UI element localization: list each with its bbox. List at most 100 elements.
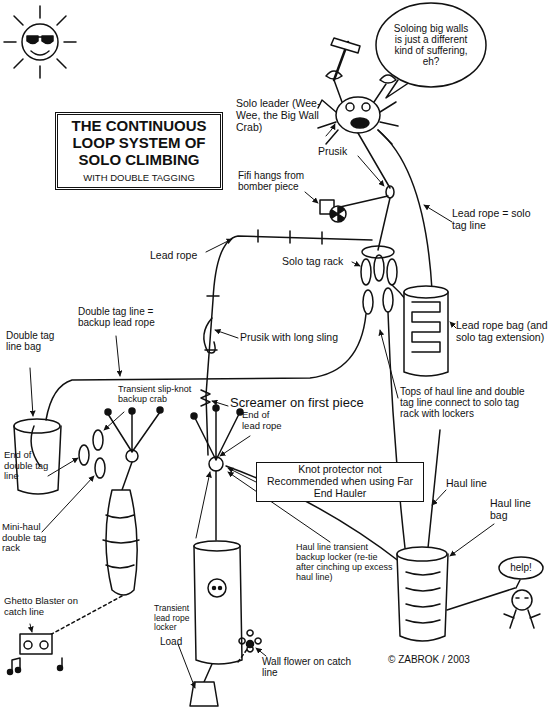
leader-line <box>326 124 335 136</box>
leader-line <box>228 468 256 482</box>
speech-bubble: Soloing big walls is just a different ki… <box>375 2 487 88</box>
part-label: Lead rope bag (and solo tag extension) <box>456 320 548 344</box>
bag-rim <box>194 541 240 551</box>
haul-line-bag <box>397 554 448 641</box>
leader-line <box>305 192 318 203</box>
leader-line <box>215 330 238 338</box>
bubble-shape <box>499 557 543 579</box>
carabiner <box>95 458 105 478</box>
note-head <box>8 670 13 675</box>
node-text: THE CONTINUOUS LOOP SYSTEM OF SOLO CLIMB… <box>66 118 212 168</box>
note-box: Knot protector not Recommended when usin… <box>256 462 424 502</box>
part-label: Solo tag rack <box>282 256 354 268</box>
pig-nose <box>213 587 216 590</box>
bomber-symbol <box>330 206 346 222</box>
sun <box>22 24 58 60</box>
load-line <box>204 664 212 682</box>
sun-smile <box>31 37 49 55</box>
leader-line <box>178 644 195 688</box>
leader-line <box>30 624 32 632</box>
part-label: Mini-haul double tag rack <box>2 522 64 554</box>
bolt <box>213 405 219 411</box>
part-label: Double tag line bag <box>6 330 64 352</box>
leader-line <box>104 412 124 430</box>
leader-line <box>380 330 398 398</box>
haul-line <box>428 430 440 548</box>
part-label: Tops of haul line and double tag line co… <box>400 386 540 420</box>
part-label: Double tag line = backup lead rope <box>78 306 183 328</box>
bolt <box>129 408 135 414</box>
bolt <box>157 407 163 413</box>
part-label: Lead rope <box>150 250 220 262</box>
node-content: help! <box>498 556 544 580</box>
crab-mouth <box>351 118 369 128</box>
long-sling <box>204 318 215 353</box>
lead-rope <box>206 236 372 455</box>
carabiner <box>361 259 371 285</box>
carabiner <box>93 430 103 450</box>
node-content: Soloing big walls is just a different ki… <box>375 2 487 88</box>
haul-line <box>388 312 405 548</box>
title-box: THE CONTINUOUS LOOP SYSTEM OF SOLO CLIMB… <box>55 112 223 190</box>
anchor-slings <box>194 408 240 460</box>
node-subtext: WITH DOUBLE TAGGING <box>83 173 195 184</box>
masterpoint <box>209 457 223 471</box>
part-label: Haul line <box>446 478 506 490</box>
part-label: Haul line bag <box>490 498 546 522</box>
leader-line <box>48 458 78 476</box>
bag-rim <box>14 419 60 433</box>
part-label: Transient lead rope locker <box>154 604 192 633</box>
bubble-tail <box>516 580 520 588</box>
bag-rim <box>404 286 448 298</box>
haul-tether <box>215 471 217 540</box>
leader-line <box>358 156 384 186</box>
ghetto-blaster <box>20 634 52 654</box>
crab-eye <box>362 103 370 111</box>
bag-stripes <box>103 515 139 568</box>
masterpoint <box>126 450 138 462</box>
crab-eye <box>346 103 354 111</box>
part-label: Prusik <box>318 146 368 158</box>
node-content: Knot protector not Recommended when usin… <box>257 463 423 501</box>
leader-line <box>352 262 360 266</box>
node-content: THE CONTINUOUS LOOP SYSTEM OF SOLO CLIMB… <box>58 115 220 187</box>
part-label: End of double tag line <box>4 450 60 482</box>
leader-line <box>220 436 250 456</box>
bolt <box>191 413 197 419</box>
leader-line <box>116 336 120 376</box>
pig-face <box>208 579 226 597</box>
speaker <box>24 641 32 649</box>
leader-line <box>30 368 33 416</box>
solo-tag-line <box>378 130 432 290</box>
bubble-shape <box>376 3 486 87</box>
sun-rays <box>4 6 76 78</box>
flower-petals <box>239 630 261 652</box>
lead-rope <box>358 133 390 188</box>
pig-nose <box>219 587 222 590</box>
creature-head <box>512 590 532 610</box>
part-label: Lead rope = solo tag line <box>452 208 542 232</box>
creature-eyes <box>516 597 528 599</box>
part-label: Screamer on first piece <box>230 396 388 411</box>
crab-body <box>336 97 380 133</box>
creature-limbs <box>504 610 540 628</box>
leader-line <box>256 648 266 656</box>
part-label: Prusik with long sling <box>240 332 340 344</box>
leader-line <box>450 322 456 328</box>
speech-bubble: help! <box>498 556 544 580</box>
carabiner <box>374 255 384 281</box>
carabiner <box>387 259 397 285</box>
radiation-mark <box>331 207 344 221</box>
haul-bag <box>194 546 242 664</box>
part-label: Haul line transient backup locker (re-ti… <box>296 542 394 582</box>
leader-line <box>196 472 210 538</box>
note-head <box>58 666 63 671</box>
haul-coils <box>406 572 440 623</box>
part-label: Fifi hangs from bomber piece <box>238 170 320 192</box>
part-label: Transient slip-knot backup crab <box>118 384 206 404</box>
part-label: Wall flower on catch line <box>262 656 366 678</box>
lead-rope-bag <box>404 292 448 376</box>
part-label: © ZABROK / 2003 <box>388 654 498 665</box>
part-label: Solo leader (Wee-Wee, the Big Wall Crab) <box>236 98 332 133</box>
